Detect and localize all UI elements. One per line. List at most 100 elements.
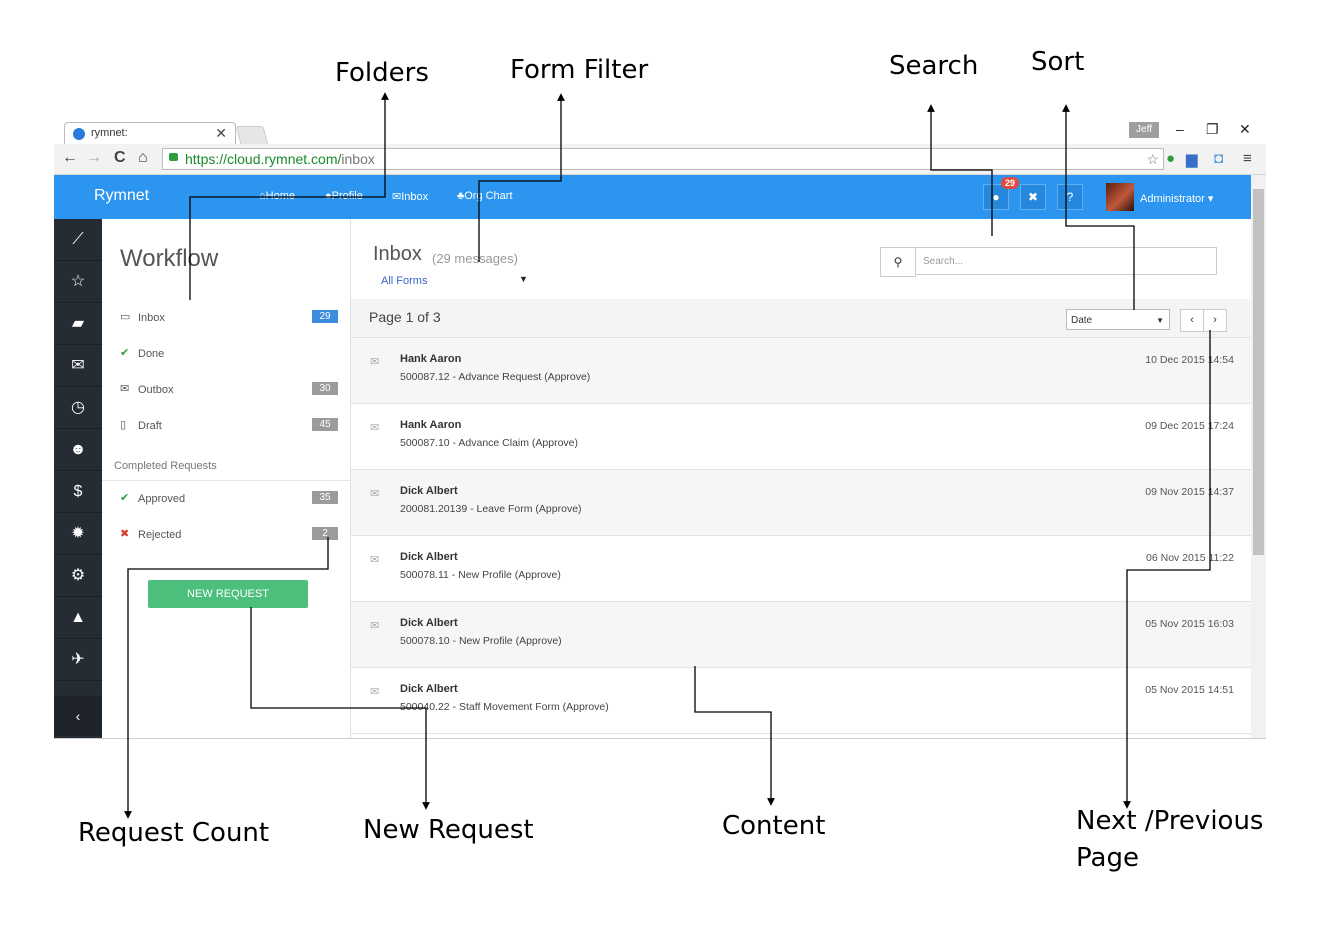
check-icon: ✔: [120, 347, 130, 359]
search-input[interactable]: Search...: [915, 247, 1217, 275]
message-row[interactable]: ✉ Dick Albert 500078.11 - New Profile (A…: [351, 536, 1251, 602]
lock-icon: ▲: [70, 609, 86, 626]
sidebar-item-settings[interactable]: ✹: [54, 513, 102, 555]
sidebar-item-finance[interactable]: $: [54, 471, 102, 513]
annotation-search: Search: [889, 51, 979, 81]
filter-caret-icon[interactable]: ▼: [519, 274, 528, 284]
folder-draft-count: 45: [312, 418, 338, 431]
avatar[interactable]: [1106, 183, 1134, 211]
new-request-button[interactable]: NEW REQUEST: [148, 580, 308, 608]
message-subject: 500087.12 - Advance Request (Approve): [400, 371, 591, 383]
sidebar-item-config[interactable]: ⚙: [54, 555, 102, 597]
sidebar-item-security[interactable]: ▲: [54, 597, 102, 639]
folder-draft[interactable]: ▯ Draft 45: [120, 417, 338, 437]
form-filter-select[interactable]: All Forms: [381, 275, 428, 287]
folder-outbox-label: Outbox: [138, 384, 174, 396]
new-tab-button[interactable]: [235, 126, 269, 145]
folder-done[interactable]: ✔ Done: [120, 345, 338, 365]
user-menu[interactable]: Administrator ▾: [1140, 192, 1213, 205]
browser-menu-icon[interactable]: ≡: [1243, 150, 1252, 167]
envelope-icon: ✉: [370, 422, 380, 434]
nav-inbox[interactable]: ✉Inbox: [392, 190, 428, 203]
extension-app-icon[interactable]: ▆: [1186, 151, 1198, 168]
browser-user-chip[interactable]: Jeff: [1129, 122, 1159, 138]
cogs-icon: ⚙: [70, 567, 86, 584]
chevron-left-icon: ‹: [1190, 314, 1194, 326]
message-subject: 500078.11 - New Profile (Approve): [400, 569, 561, 581]
window-close-icon[interactable]: ✕: [1239, 121, 1251, 137]
folder-inbox-label: Inbox: [138, 312, 165, 324]
inbox-icon: ▭: [120, 311, 131, 323]
message-date: 09 Dec 2015 17:24: [1145, 420, 1234, 432]
file-icon: ▯: [120, 419, 127, 431]
folder-inbox[interactable]: ▭ Inbox 29: [120, 309, 338, 329]
message-row[interactable]: ✉ Hank Aaron 500087.12 - Advance Request…: [351, 338, 1251, 404]
sort-select[interactable]: Date▼: [1066, 309, 1170, 330]
folder-draft-label: Draft: [138, 420, 162, 432]
message-date: 10 Dec 2015 14:54: [1145, 354, 1234, 366]
next-page-button[interactable]: ›: [1203, 309, 1227, 332]
gear-icon: ✹: [71, 525, 85, 542]
restore-icon[interactable]: ❐: [1206, 121, 1219, 137]
dollar-icon: $: [73, 483, 83, 500]
message-from: Dick Albert: [400, 617, 458, 629]
nav-org-chart-label: Org Chart: [464, 190, 513, 202]
envelope-icon: ✉: [370, 620, 380, 632]
address-bar[interactable]: https://cloud.rymnet.com/inbox ☆: [162, 148, 1164, 170]
home-icon[interactable]: ⌂: [138, 149, 148, 166]
message-row[interactable]: ✉ Hank Aaron 500087.10 - Advance Claim (…: [351, 404, 1251, 470]
message-row[interactable]: ✉ Dick Albert 200081.20139 - Leave Form …: [351, 470, 1251, 536]
sidebar-item-favorites[interactable]: ☆: [54, 261, 102, 303]
notification-badge: 29: [1001, 177, 1020, 189]
star-icon: ☆: [70, 273, 86, 290]
annotation-folders: Folders: [335, 58, 429, 88]
back-icon[interactable]: ←: [62, 149, 78, 166]
envelope-icon: ✉: [370, 488, 380, 500]
sidebar-item-history[interactable]: ◷: [54, 387, 102, 429]
annotation-next-prev-line1: Next /Previous: [1076, 806, 1264, 836]
help-button[interactable]: ?: [1057, 184, 1083, 210]
completed-requests-heading: Completed Requests: [114, 460, 217, 472]
plane-icon: ✈: [71, 651, 85, 668]
minimize-icon[interactable]: –: [1176, 121, 1184, 137]
folder-outbox[interactable]: ✉ Outbox 30: [120, 381, 338, 401]
user-nav-icon: ●: [325, 190, 332, 202]
browser-window: rymnet: ✕ Jeff – ❐ ✕ ← → C ⌂ https://clo…: [54, 118, 1266, 739]
folder-rejected[interactable]: ✖ Rejected 2: [120, 526, 338, 546]
clock-icon: ◷: [71, 399, 85, 416]
sidebar-item-book[interactable]: ▰: [54, 303, 102, 345]
sidebar-collapse-button[interactable]: ‹: [54, 696, 102, 736]
scrollbar-thumb[interactable]: [1253, 189, 1264, 555]
tab-close-icon[interactable]: ✕: [215, 125, 227, 141]
nav-home[interactable]: ⌂Home: [259, 190, 295, 202]
url-path: inbox: [341, 151, 375, 167]
message-subject: 500040.22 - Staff Movement Form (Approve…: [400, 701, 609, 713]
tab-title: rymnet:: [91, 127, 128, 139]
nav-profile[interactable]: ●Profile: [325, 190, 363, 202]
sidebar-item-dashboard[interactable]: ⟋: [54, 219, 102, 261]
browser-tab[interactable]: rymnet: ✕: [64, 122, 236, 145]
message-row[interactable]: ✉ Dick Albert 500040.22 - Staff Movement…: [351, 668, 1251, 734]
sidebar-item-mail[interactable]: ✉: [54, 345, 102, 387]
forward-icon[interactable]: →: [86, 149, 102, 166]
sidebar-item-travel[interactable]: ✈: [54, 639, 102, 681]
page-scrollbar[interactable]: [1251, 175, 1266, 738]
nav-inbox-label: Inbox: [401, 191, 429, 203]
sidebar-item-users[interactable]: ☻: [54, 429, 102, 471]
previous-page-button[interactable]: ‹: [1180, 309, 1204, 332]
message-row[interactable]: ✉ Dick Albert 500078.10 - New Profile (A…: [351, 602, 1251, 668]
reload-icon[interactable]: C: [114, 149, 126, 166]
folder-approved[interactable]: ✔ Approved 35: [120, 490, 338, 510]
app-brand[interactable]: Rymnet: [94, 187, 150, 204]
envelope-nav-icon: ✉: [392, 191, 402, 203]
nav-org-chart[interactable]: ♣Org Chart: [457, 190, 513, 202]
fullscreen-button[interactable]: ✖: [1020, 184, 1046, 210]
sort-caret-icon: ▼: [1156, 316, 1164, 325]
bookmark-star-icon[interactable]: ☆: [1146, 151, 1159, 167]
extension-camera-icon[interactable]: ◘: [1214, 150, 1224, 167]
folder-panel: Workflow ▭ Inbox 29 ✔ Done ✉ Outbox 30 ▯…: [102, 219, 351, 738]
search-button[interactable]: ⚲: [880, 247, 916, 277]
extension-leaf-icon[interactable]: ●: [1166, 150, 1176, 167]
x-icon: ✖: [120, 528, 130, 540]
envelope-icon: ✉: [120, 383, 130, 395]
